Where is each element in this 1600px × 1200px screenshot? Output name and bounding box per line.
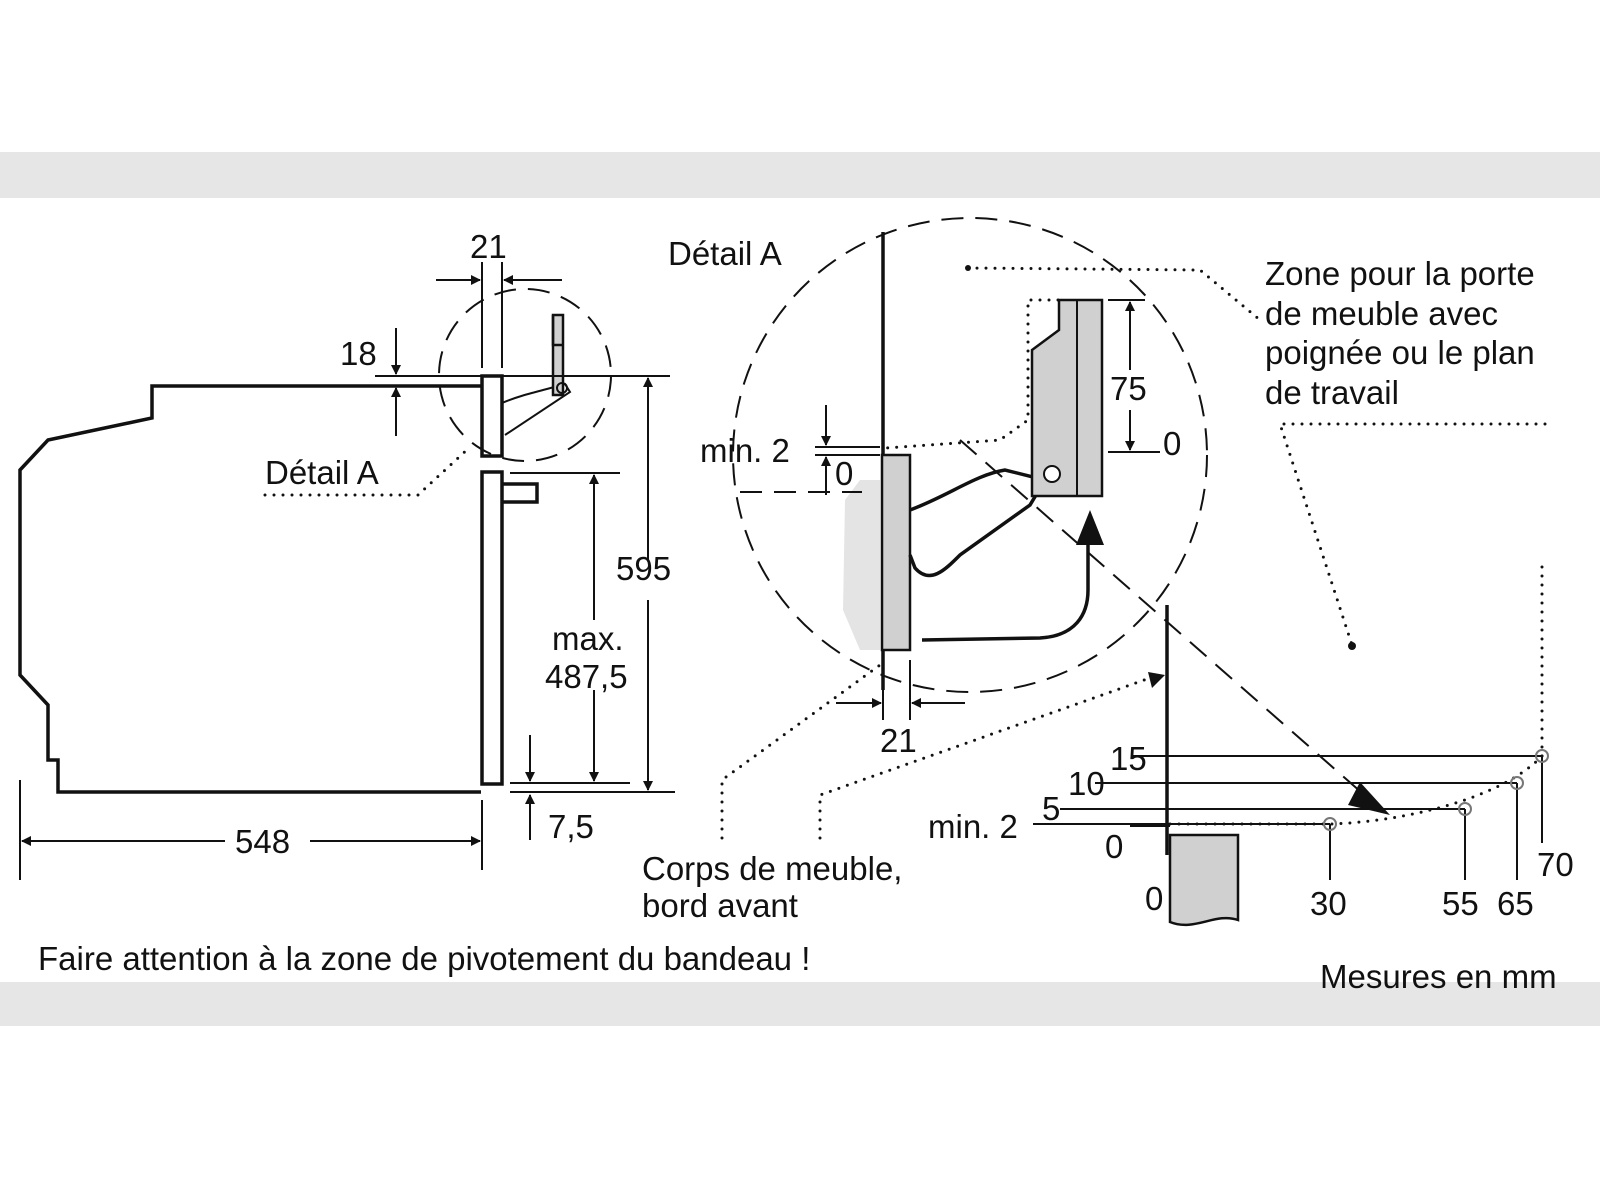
svg-text:poignée ou le plan: poignée ou le plan	[1265, 334, 1535, 371]
dim-75-zero-label: 0	[1163, 425, 1181, 462]
dimension-595: 595	[510, 377, 675, 793]
svg-text:Corps de meuble,: Corps de meuble,	[642, 850, 902, 887]
svg-text:de travail: de travail	[1265, 374, 1399, 411]
ymin2-label: min. 2	[928, 808, 1018, 845]
y15-label: 15	[1110, 740, 1147, 777]
dim-18-label: 18	[340, 335, 377, 372]
top-band	[0, 152, 1600, 198]
dim-21-label: 21	[470, 228, 507, 265]
dimension-548: 548	[19, 780, 483, 880]
x70-label: 70	[1537, 846, 1574, 883]
warning-text: Faire attention à la zone de pivotement …	[38, 940, 810, 977]
swing-path	[959, 439, 1371, 801]
dimension-7-5: 7,5	[525, 735, 594, 845]
dim-75-label: 75	[1110, 370, 1147, 407]
svg-text:Zone pour la porte: Zone pour la porte	[1265, 255, 1535, 292]
y5-label: 5	[1042, 790, 1060, 827]
dimension-max-487-5: max. 487,5	[510, 472, 630, 784]
dimension-21-detail: 21	[836, 660, 965, 759]
dim-595-label: 595	[616, 550, 671, 587]
dimension-18: 18	[340, 328, 670, 436]
x30-label: 30	[1310, 885, 1347, 922]
dim-min2-label: min. 2	[700, 432, 790, 469]
svg-text:bord avant: bord avant	[642, 887, 798, 924]
clearance-graph: 15 10 5 min. 2 0 0 30 55 65 70	[928, 558, 1574, 927]
units-note: Mesures en mm	[1320, 958, 1557, 995]
detail-a-circle	[732, 217, 1208, 693]
dimension-75: 75 0	[1108, 299, 1181, 462]
x65-label: 65	[1497, 885, 1534, 922]
dim-max-label: max.	[552, 620, 624, 657]
dim-487-5-label: 487,5	[545, 658, 628, 695]
svg-text:de meuble avec: de meuble avec	[1265, 295, 1498, 332]
dim-7-5-label: 7,5	[548, 808, 594, 845]
x55-label: 55	[1442, 885, 1479, 922]
dimension-min2-detail: min. 2 0	[700, 405, 880, 495]
bottom-band	[0, 982, 1600, 1026]
detail-a-leader	[263, 445, 472, 497]
corps-label: Corps de meuble, bord avant	[642, 663, 1165, 924]
x0-label: 0	[1145, 880, 1163, 917]
oven-profile	[18, 288, 612, 794]
dim-548-label: 548	[235, 823, 290, 860]
dimension-21-top: 21	[436, 228, 562, 368]
dim-min2-zero-label: 0	[835, 455, 853, 492]
y10-label: 10	[1068, 765, 1105, 802]
detail-a-title: Détail A	[668, 235, 782, 272]
y0-label: 0	[1105, 828, 1123, 865]
detail-a: Détail A 75 0 min. 2 0	[668, 217, 1390, 815]
dim-21-detail-label: 21	[880, 722, 917, 759]
detail-a-side-label: Détail A	[265, 454, 379, 491]
zone-label: Zone pour la porte de meuble avec poigné…	[1265, 255, 1547, 650]
